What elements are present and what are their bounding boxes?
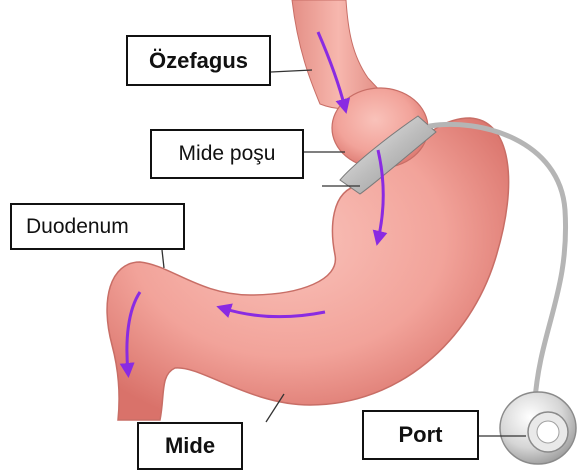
label-port: Port	[362, 410, 479, 460]
label-mide-posu: Mide poşu	[150, 129, 304, 179]
port-septum	[537, 421, 559, 443]
leader-duodenum	[162, 250, 164, 268]
label-duodenum: Duodenum	[10, 203, 185, 250]
label-mide: Mide	[137, 422, 243, 470]
leader-ozefagus	[271, 70, 312, 72]
label-ozefagus: Özefagus	[126, 35, 271, 86]
